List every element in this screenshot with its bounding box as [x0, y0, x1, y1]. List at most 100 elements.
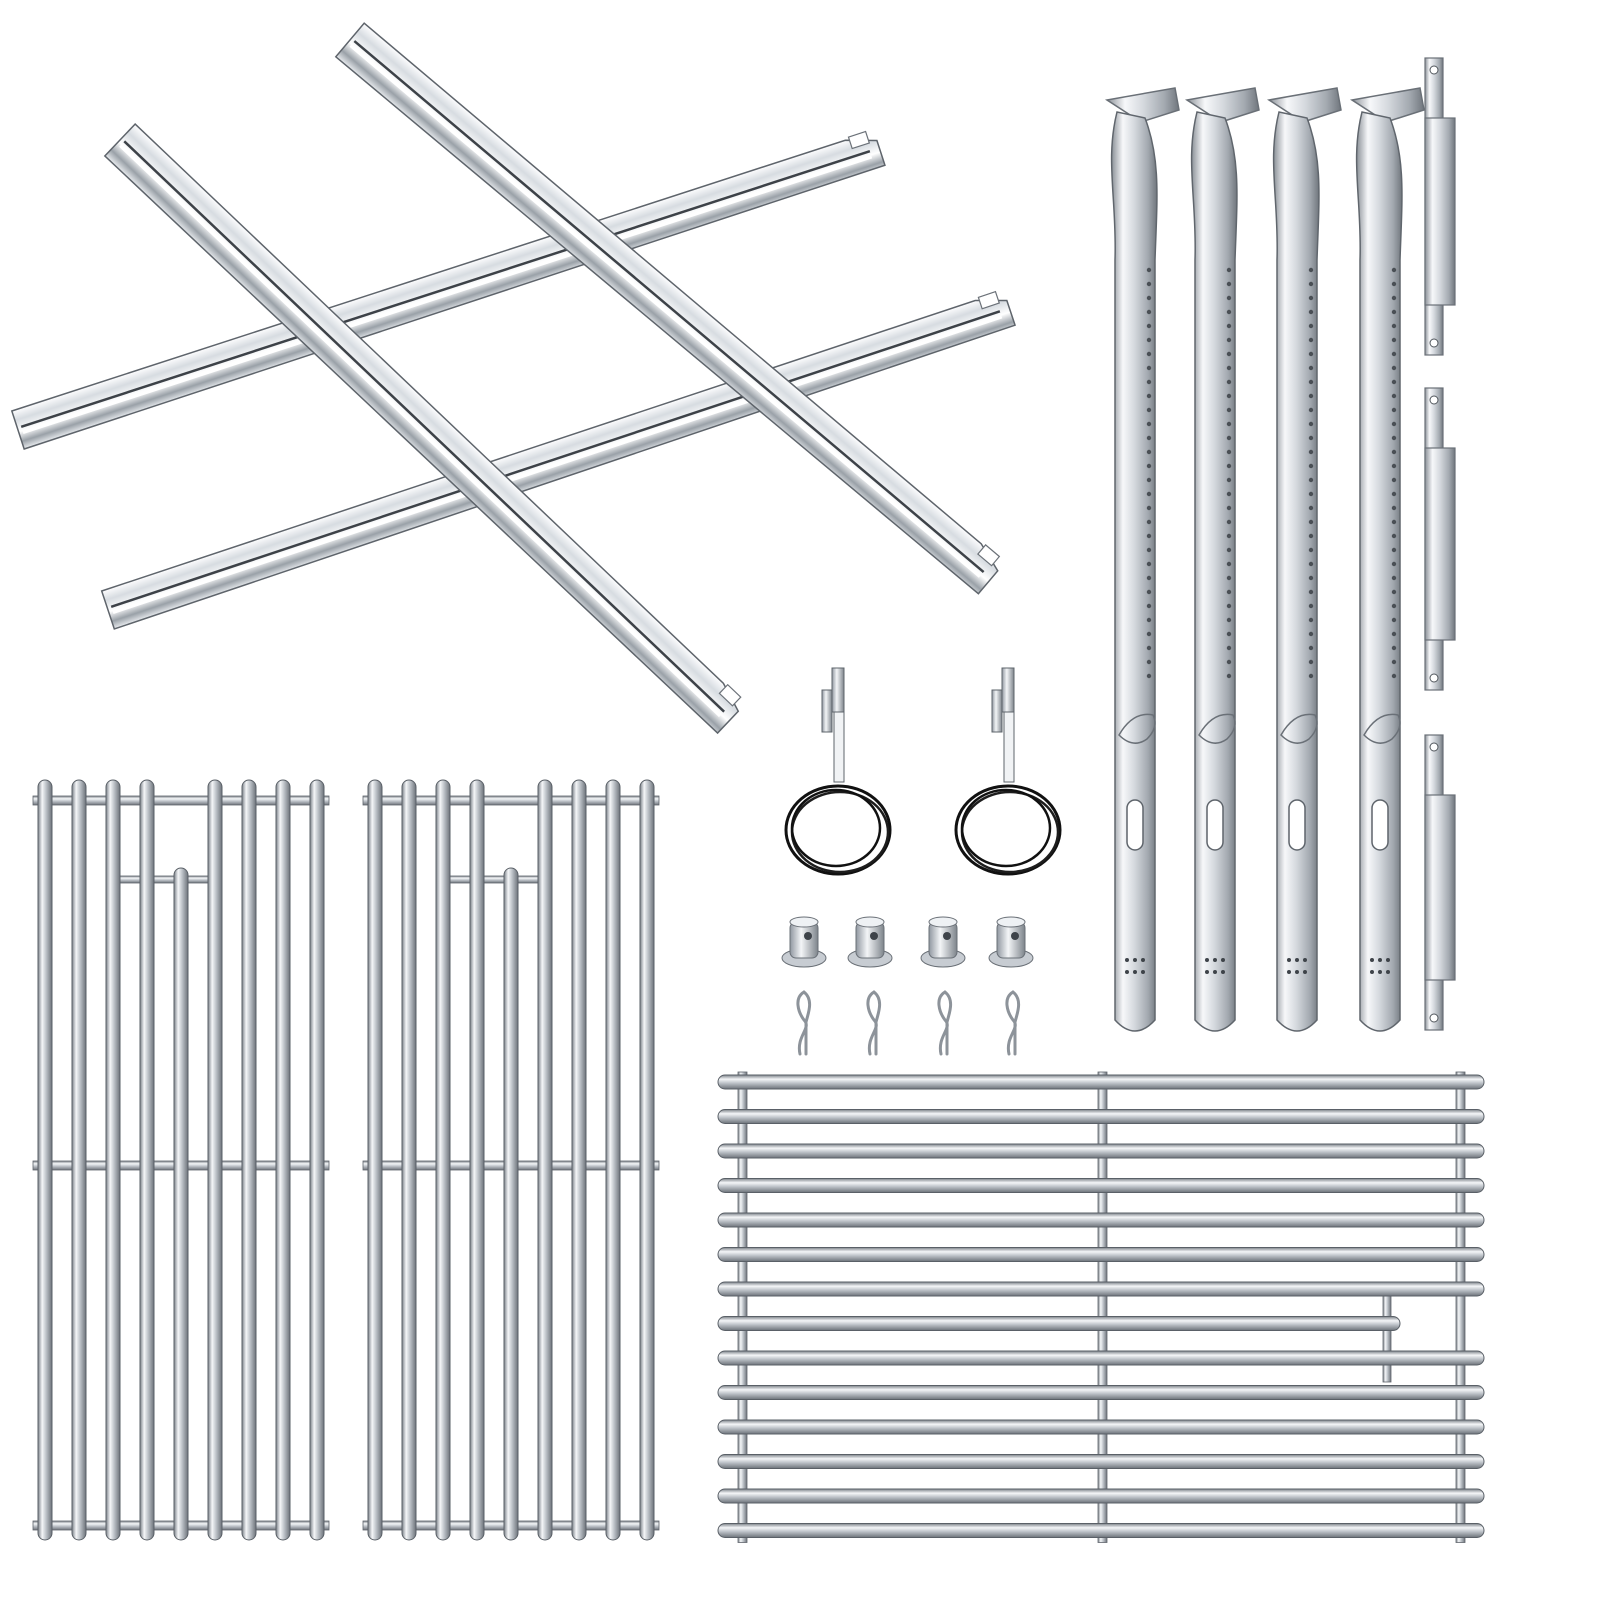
- burner-port: [1226, 295, 1232, 301]
- igniter-bracket: [821, 689, 833, 733]
- burner-port: [1391, 533, 1397, 539]
- grate-rod: [639, 779, 655, 1541]
- burner-cap: [847, 916, 893, 968]
- heat-plate-tab: [977, 290, 1001, 310]
- burner-port: [1146, 379, 1152, 385]
- burner-port: [1308, 547, 1314, 553]
- grate-rod: [503, 867, 519, 1541]
- burner-port: [1226, 463, 1232, 469]
- burner-port: [1141, 958, 1145, 962]
- grate-rod: [275, 779, 291, 1541]
- cotter-pin: [866, 990, 882, 1056]
- heat-plate: [334, 22, 1001, 595]
- grate-rod: [605, 779, 621, 1541]
- burner-port: [1226, 351, 1232, 357]
- cotter-pins: [796, 990, 1021, 1056]
- burner-tube: [1349, 87, 1425, 1032]
- burner-port: [1308, 491, 1314, 497]
- burner-port: [1226, 309, 1232, 315]
- burner-port: [1370, 958, 1374, 962]
- burner-port: [1391, 519, 1397, 525]
- burner-port: [1308, 421, 1314, 427]
- burner-port: [1146, 617, 1152, 623]
- crossover-tube: [1424, 57, 1456, 356]
- heat-plate-ridge: [353, 40, 985, 573]
- heat-plate: [103, 122, 742, 735]
- crossover-hole: [1429, 1013, 1439, 1023]
- burner-port: [1391, 561, 1397, 567]
- burner-port: [1226, 519, 1232, 525]
- burner-port: [1378, 958, 1382, 962]
- burner-port: [1391, 421, 1397, 427]
- grate-crossbar: [32, 795, 330, 806]
- burner-port: [1146, 561, 1152, 567]
- burner-port: [1226, 379, 1232, 385]
- burner-port: [1391, 617, 1397, 623]
- grate-rod: [717, 1419, 1485, 1435]
- grate-rod: [537, 779, 553, 1541]
- burner-port: [1391, 505, 1397, 511]
- igniter-ceramic: [833, 711, 845, 783]
- burner-port: [1308, 393, 1314, 399]
- burner-port: [1226, 631, 1232, 637]
- burner-cap: [781, 916, 827, 968]
- burner-cap-top: [928, 916, 958, 928]
- burner-port: [1391, 673, 1397, 679]
- burner-port: [1146, 309, 1152, 315]
- burner-port: [1308, 309, 1314, 315]
- heat-plate: [10, 130, 886, 450]
- grate-rod: [173, 867, 189, 1541]
- burner-port: [1141, 970, 1145, 974]
- igniter-cable: [790, 788, 882, 868]
- burner-port: [1146, 673, 1152, 679]
- burner-port: [1125, 958, 1129, 962]
- grate-handle-bar: [442, 875, 540, 884]
- grate-rod: [717, 1488, 1485, 1504]
- burner-port: [1146, 323, 1152, 329]
- burner-port: [1391, 477, 1397, 483]
- burner-port: [1391, 365, 1397, 371]
- burner-port: [1308, 631, 1314, 637]
- grate-rod: [309, 779, 325, 1541]
- heat-plate-tab: [977, 544, 1001, 567]
- crossover-tube: [1424, 734, 1456, 1031]
- burner-port: [1226, 491, 1232, 497]
- grate-rod: [717, 1454, 1485, 1469]
- burner-port: [1221, 958, 1225, 962]
- burner-port: [1146, 407, 1152, 413]
- burner-cap-top: [855, 916, 885, 928]
- burner-port: [1370, 970, 1374, 974]
- grate-rod: [717, 1247, 1485, 1262]
- burner-port: [1308, 617, 1314, 623]
- burner-clip: [1363, 713, 1401, 744]
- burner-port: [1391, 337, 1397, 343]
- burner-port: [1226, 365, 1232, 371]
- heat-plate-ridge: [110, 310, 1001, 609]
- burner-port: [1146, 505, 1152, 511]
- burner-tube-body: [1272, 111, 1320, 1032]
- burner-port: [1226, 533, 1232, 539]
- burner-port: [1226, 617, 1232, 623]
- grate-rod: [717, 1350, 1485, 1366]
- burner-port: [1205, 958, 1209, 962]
- burner-port: [1226, 281, 1232, 287]
- burner-port: [1391, 407, 1397, 413]
- grate-rod: [717, 1385, 1485, 1400]
- burner-port: [1391, 351, 1397, 357]
- burner-port: [1308, 477, 1314, 483]
- igniter-bracket: [991, 689, 1003, 733]
- grate-rod: [717, 1212, 1485, 1228]
- burner-port: [1226, 561, 1232, 567]
- burner-port: [1226, 421, 1232, 427]
- cooking-grate-left: [32, 779, 330, 1541]
- burner-port: [1308, 603, 1314, 609]
- burner-port: [1226, 645, 1232, 651]
- heat-plate-ridge: [20, 149, 871, 429]
- burner-port: [1308, 449, 1314, 455]
- burner-port: [1146, 365, 1152, 371]
- burner-port: [1295, 958, 1299, 962]
- crossover-hole: [1429, 395, 1439, 405]
- burner-cap: [920, 916, 966, 968]
- burner-port: [1146, 463, 1152, 469]
- burner-port: [1146, 449, 1152, 455]
